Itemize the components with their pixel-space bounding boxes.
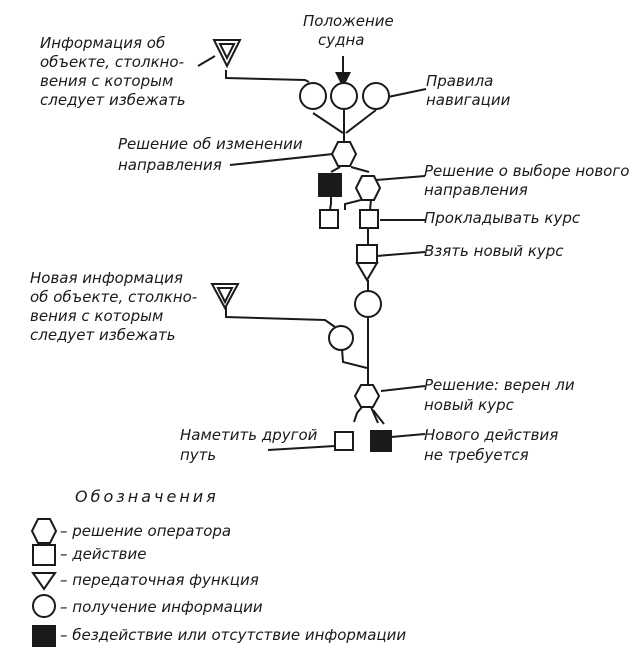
label-decision-change: Решение об изменении направления: [118, 135, 307, 174]
action-square-left: [319, 209, 339, 229]
label-take-course: Взять новый курс: [424, 242, 564, 260]
legend-title: Обозначения: [75, 487, 219, 506]
transfer-function-inner-icon-2: [216, 287, 234, 305]
legend-hexagon-icon: [30, 518, 58, 544]
info-position-circle: [330, 82, 358, 110]
legend-item-triangle: – передаточная функция: [60, 571, 259, 589]
label-pointers: [197, 55, 427, 451]
legend-triangle-icon: [31, 572, 57, 591]
label-ship-position: Положение судна: [303, 12, 399, 49]
another-path-square: [334, 431, 354, 451]
take-course-square: [356, 244, 378, 264]
label-nav-rules: Правила навигации: [426, 72, 511, 109]
legend-filled-square-icon: [32, 625, 56, 647]
legend-item-circle: – получение информации: [60, 598, 263, 616]
decision-correct-hexagon: [353, 384, 381, 408]
transfer-function-inner-icon: [218, 43, 236, 61]
legend-circle-icon: [32, 594, 56, 618]
label-obstacle-info: Информация об объекте, столкно- вения с …: [40, 34, 189, 109]
label-no-action: Нового действия не требуется: [424, 426, 563, 464]
label-decision-new-direction: Решение о выборе нового направления: [424, 162, 634, 199]
decision-change-hexagon: [330, 141, 358, 167]
connectors: [225, 56, 385, 425]
legend: Обозначения – решение оператора – действ…: [30, 487, 406, 647]
info-rules-circle: [362, 82, 390, 110]
label-plot-course: Прокладывать курс: [424, 209, 581, 227]
take-course-triangle: [355, 262, 379, 282]
info-new-obstacle-circle: [328, 325, 354, 351]
legend-item-filled-square: – бездействие или отсутствие информации: [60, 626, 406, 644]
info-obstacle-circle: [299, 82, 327, 110]
legend-item-square: – действие: [60, 545, 146, 563]
legend-item-hexagon: – решение оператора: [60, 522, 231, 540]
plot-course-square: [359, 209, 379, 229]
no-action-filled-square: [370, 430, 392, 452]
decision-new-direction-hexagon: [354, 175, 382, 201]
info-new-course-circle: [354, 290, 382, 318]
label-new-obstacle-info: Новая информация об объекте, столкно- ве…: [30, 269, 202, 344]
label-another-path: Наметить другой путь: [180, 426, 322, 464]
label-decision-correct: Решение: верен ли новый курс: [424, 376, 579, 414]
legend-square-icon: [32, 544, 56, 566]
inaction-square: [318, 173, 342, 197]
